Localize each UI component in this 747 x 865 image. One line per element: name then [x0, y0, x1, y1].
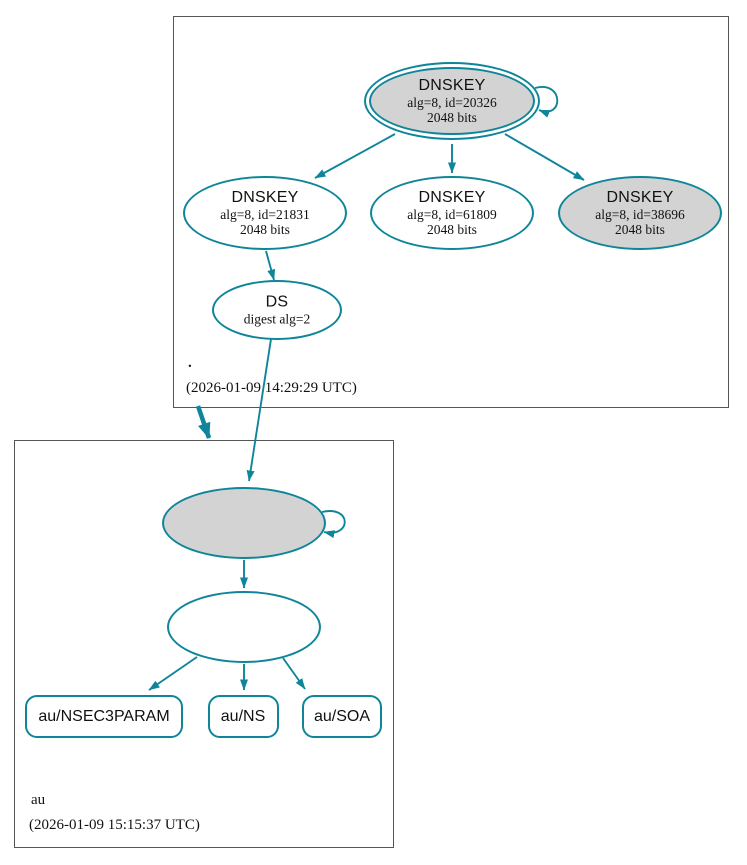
- node-rrset-nsec3param-label: au/NSEC3PARAM: [38, 708, 170, 726]
- node-dnskey-38696-label: DNSKEY alg=8, id=38696 2048 bits: [595, 188, 685, 237]
- node-ds-label: DS digest alg=2: [243, 293, 311, 327]
- node-dnskey-21831: [183, 176, 347, 250]
- node-rrset-ns: [208, 695, 279, 738]
- edge-dnskey32902-selfsign: [321, 510, 346, 539]
- edge-dnskey2323-nsec3param: [148, 656, 198, 691]
- zone-timestamp-root: (2026-01-09 14:29:29 UTC): [186, 380, 357, 396]
- node-rrset-soa: [302, 695, 382, 738]
- node-dnskey-2323: [167, 591, 321, 663]
- edge-dnskey2323-soa: [282, 657, 306, 690]
- edge-dnskey20326-dnskey21831: [314, 133, 396, 179]
- zone-label-au: au: [31, 792, 46, 808]
- edge-zone-root-to-au: [195, 405, 212, 439]
- zone-label-root: .: [188, 355, 192, 371]
- node-dnskey-21831-label: DNSKEY alg=8, id=21831 2048 bits: [220, 188, 310, 237]
- node-rrset-ns-label: au/NS: [220, 708, 266, 726]
- node-dnskey-61809-label: DNSKEY alg=8, id=61809 2048 bits: [407, 188, 497, 237]
- node-dnskey-20326-label: DNSKEY alg=8, id=20326 2048 bits: [407, 76, 497, 125]
- node-rrset-nsec3param: [25, 695, 183, 738]
- edge-dnskey21831-ds: [265, 250, 276, 281]
- edge-ds-dnskey32902: [246, 338, 272, 482]
- node-dnskey-38696: [558, 176, 722, 250]
- edge-dnskey20326-dnskey38696: [504, 133, 585, 181]
- node-ds-root-au: [212, 280, 342, 340]
- edge-dnskey20326-selfsign: [534, 86, 559, 118]
- zone-timestamp-au: (2026-01-09 15:15:37 UTC): [29, 817, 200, 833]
- node-dnskey-20326-ksk: [364, 62, 540, 140]
- node-dnskey-61809: [370, 176, 534, 250]
- node-dnskey-32902-ksk: [162, 487, 326, 559]
- node-rrset-soa-label: au/SOA: [313, 708, 371, 726]
